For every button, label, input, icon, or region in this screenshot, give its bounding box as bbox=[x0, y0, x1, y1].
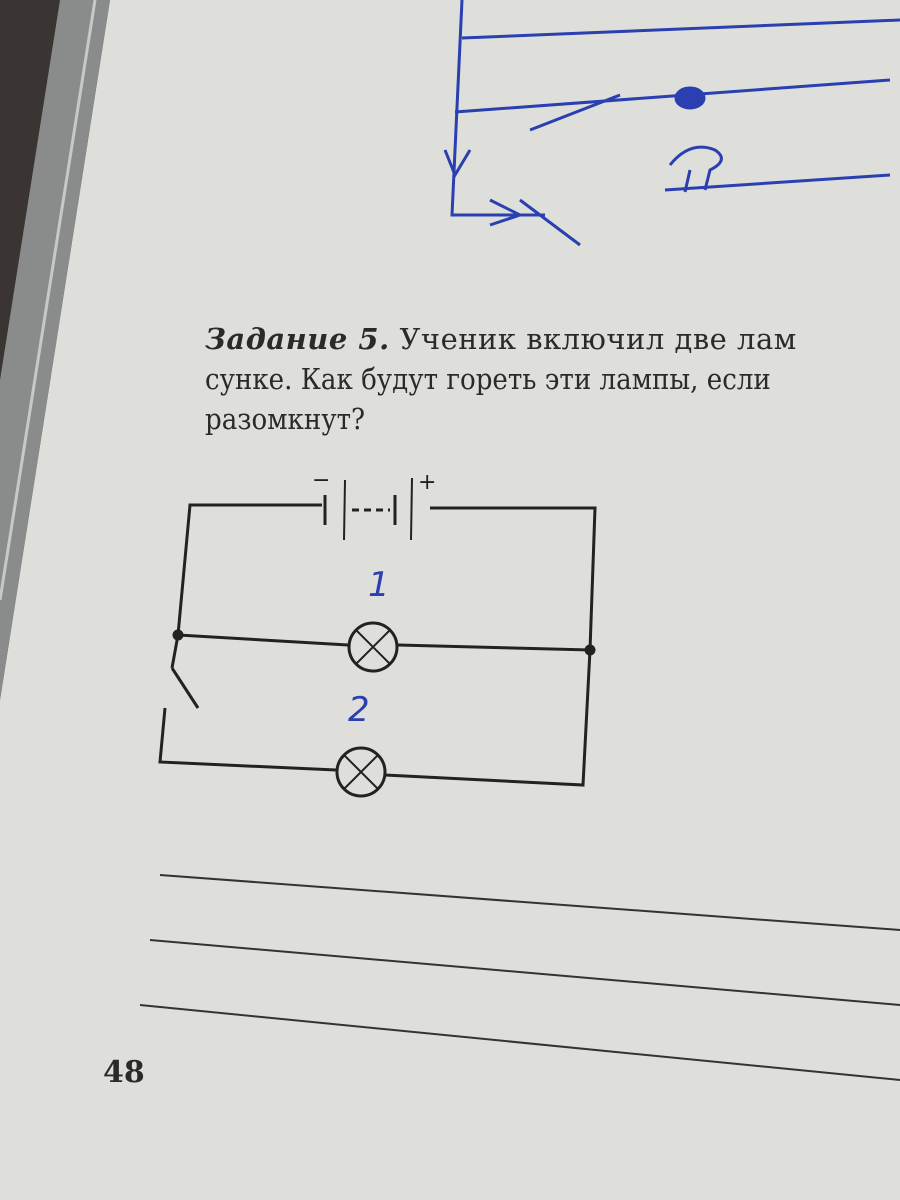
battery-minus-label: − bbox=[312, 468, 331, 493]
task-line-2: сунке. Как будут гореть эти лампы, если bbox=[205, 362, 771, 396]
task-heading: Задание 5. bbox=[205, 322, 390, 356]
battery-plus-label: + bbox=[418, 470, 437, 495]
hand-drawn-circuit bbox=[443, 0, 900, 247]
task-line-3: разомкнут? bbox=[205, 402, 366, 436]
circuit-diagram bbox=[158, 477, 597, 798]
task-line-1: Задание 5. Ученик включил две лам bbox=[205, 322, 797, 356]
page-number: 48 bbox=[103, 1055, 145, 1090]
answer-lines bbox=[139, 874, 900, 1081]
lamp-2-label: 2 bbox=[348, 690, 370, 730]
lamp-1-label: 1 bbox=[368, 565, 390, 605]
task-text-1: Ученик включил две лам bbox=[399, 322, 797, 356]
